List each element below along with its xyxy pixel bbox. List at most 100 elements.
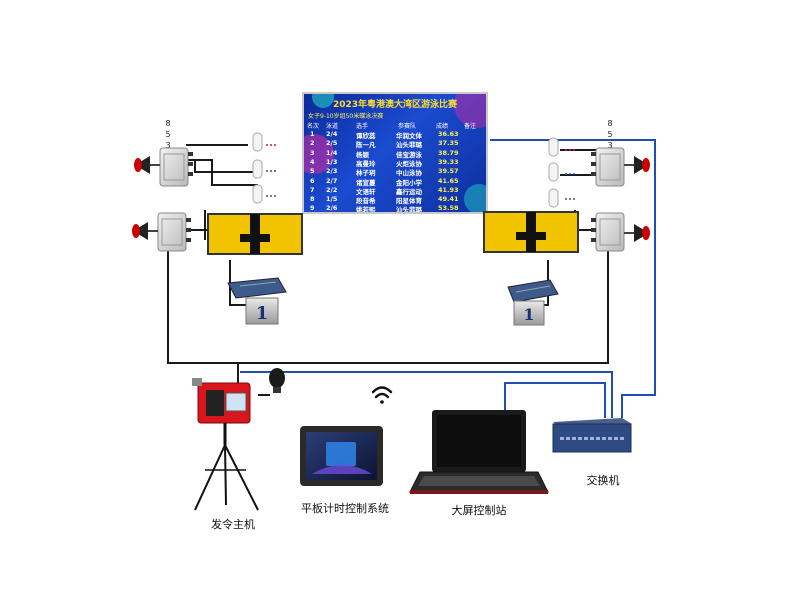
scoreboard-cell-team: 金阳小学 (396, 178, 422, 187)
scoreboard-cell-lane: 1/4 (326, 148, 338, 157)
scoreboard-cell-time: 41.93 (438, 185, 459, 194)
scoreboard-cell-rank: 5 (310, 167, 315, 176)
scoreboard-cell-lane: 2/5 (326, 139, 338, 148)
scoreboard-cell-name: 姚若熙 (356, 206, 376, 214)
speaker-icon (134, 156, 160, 174)
scoreboard-cell-name: 杨颖 (356, 150, 369, 159)
header-team: 参赛队 (398, 123, 417, 130)
laptop-device (409, 410, 549, 494)
starting-block-right: 1 (507, 279, 559, 326)
microphone-icon (269, 368, 285, 393)
scoreboard-cell-time: 41.65 (438, 176, 459, 185)
scoreboard-cell-rank: 1 (310, 130, 315, 138)
header-time: 成绩 (436, 123, 449, 130)
scoreboard-row: 5 2/3 林子玥 中山泳协 39.57 (304, 167, 486, 178)
block-number: 1 (256, 303, 269, 324)
label-switch: 交换机 (587, 473, 620, 487)
lane-number: 5 (165, 130, 170, 139)
scoreboard-row: 4 1/3 高曼玲 火炬泳协 39.33 (304, 157, 486, 168)
lane-number: 3 (607, 141, 612, 150)
scoreboard-cell-lane: 2/7 (326, 176, 338, 185)
tablet-device (300, 426, 383, 486)
scoreboard-cell-team: 中山泳协 (396, 169, 422, 178)
scoreboard-cell-rank: 3 (310, 148, 315, 157)
touchpad-left (207, 213, 303, 255)
scoreboard-cell-name: 高曼玲 (356, 159, 376, 168)
scoreboard-cell-name: 诸宣蔓 (356, 178, 376, 187)
scoreboard-cell-lane: 1/3 (326, 157, 338, 166)
scoreboard-cell-name: 谭欣蕊 (356, 132, 376, 140)
scoreboard-cell-time: 49.41 (438, 195, 459, 204)
lane-number: 5 (607, 130, 612, 139)
scoreboard-cell-name: 段音希 (356, 197, 376, 206)
scoreboard-row: 8 1/5 段音希 阳星体育 49.41 (304, 195, 486, 206)
scoreboard-cell-lane: 1/5 (326, 195, 338, 204)
scoreboard-cell-team: 佳宝游泳 (396, 150, 422, 159)
scoreboard-cell-lane: 2/4 (326, 130, 338, 138)
scoreboard-cell-team: 华润文体 (396, 132, 422, 140)
scoreboard-cell-time: 39.33 (438, 157, 459, 166)
lane-number: 8 (165, 119, 170, 128)
scoreboard-cell-name: 文语轩 (356, 187, 376, 196)
scoreboard-cell-time: 53.58 (438, 204, 459, 213)
scoreboard-cell-team: 汕头菲璐 (396, 141, 422, 150)
scoreboard-cell-time: 38.79 (438, 148, 459, 157)
scoreboard-title: 2023年粤港澳大湾区游泳比赛 (332, 100, 458, 110)
network-switch (552, 418, 632, 453)
scoreboard-cell-rank: 4 (310, 157, 315, 166)
scoreboard-cell-rank: 7 (310, 185, 315, 194)
scoreboard-cell-rank: 8 (310, 195, 315, 204)
junction-box-left-bottom (157, 212, 191, 252)
junction-box-right-top (591, 147, 625, 187)
lane-number: 8 (607, 119, 612, 128)
scoreboard-cell-time: 39.57 (438, 167, 459, 176)
speaker-icon (624, 224, 650, 242)
scoreboard-cell-lane: 2/3 (326, 167, 338, 176)
scoreboard-row: 6 2/7 诸宣蔓 金阳小学 41.65 (304, 176, 486, 187)
header-rank: 名次 (307, 123, 320, 130)
scoreboard-cell-time: 36.63 (438, 130, 459, 138)
scoreboard-row: 9 2/6 姚若熙 汕头菲璐 53.58 (304, 204, 486, 214)
speaker-icon (132, 222, 158, 240)
scoreboard-cell-lane: 2/2 (326, 185, 338, 194)
start-sensors-right (548, 137, 575, 208)
scoreboard-event: 女子9-10岁组50米蝶泳决赛 (308, 113, 384, 120)
speaker-icon (624, 156, 650, 174)
label-tablet: 平板计时控制系统 (301, 501, 389, 515)
wifi-icon (371, 386, 393, 404)
scoreboard-cell-rank: 6 (310, 176, 315, 185)
label-control-station: 大屏控制站 (452, 503, 507, 517)
scoreboard-cell-rank: 2 (310, 139, 315, 148)
scoreboard-cell-team: 鑫行运动 (396, 187, 422, 196)
scoreboard-row: 2 2/5 陈一凡 汕头菲璐 37.35 (304, 139, 486, 150)
header-note: 备注 (464, 123, 477, 130)
scoreboard-header: 名次 泳道 选手 参赛队 成绩 备注 (304, 121, 486, 130)
scoreboard-cell-name: 陈一凡 (356, 141, 376, 150)
touchpad-right (483, 211, 579, 253)
scoreboard-row: 7 2/2 文语轩 鑫行运动 41.93 (304, 185, 486, 196)
starting-block-left: 1 (227, 277, 287, 325)
block-number: 1 (523, 305, 534, 324)
lane-numbers-left: 8 5 3 (165, 119, 170, 150)
lane-number: 3 (165, 141, 170, 150)
junction-box-right-bottom (591, 212, 625, 252)
junction-box-left-top (159, 147, 193, 187)
scoreboard-cell-name: 林子玥 (356, 169, 376, 178)
label-starter: 发令主机 (211, 517, 255, 531)
header-name: 选手 (356, 123, 369, 130)
scoreboard-cell-time: 37.35 (438, 139, 459, 148)
lane-numbers-right: 8 5 3 (607, 119, 612, 150)
scoreboard-row: 3 1/4 杨颖 佳宝游泳 38.79 (304, 148, 486, 159)
scoreboard-cell-team: 火炬泳协 (396, 159, 422, 168)
scoreboard-row: 1 2/4 谭欣蕊 华润文体 36.63 (304, 130, 486, 140)
signal-cables (167, 144, 609, 396)
network-cables (240, 139, 656, 418)
scoreboard-cell-team: 阳星体育 (396, 197, 422, 206)
header-lane: 泳道 (326, 123, 339, 130)
scoreboard-cell-rank: 9 (310, 204, 315, 213)
start-sensors-left (252, 132, 276, 204)
scoreboard-cell-team: 汕头菲璐 (396, 206, 422, 214)
scoreboard-cell-lane: 2/6 (326, 204, 338, 213)
results-scoreboard: 2023年粤港澳大湾区游泳比赛 女子9-10岁组50米蝶泳决赛 名次 泳道 选手… (302, 92, 488, 214)
